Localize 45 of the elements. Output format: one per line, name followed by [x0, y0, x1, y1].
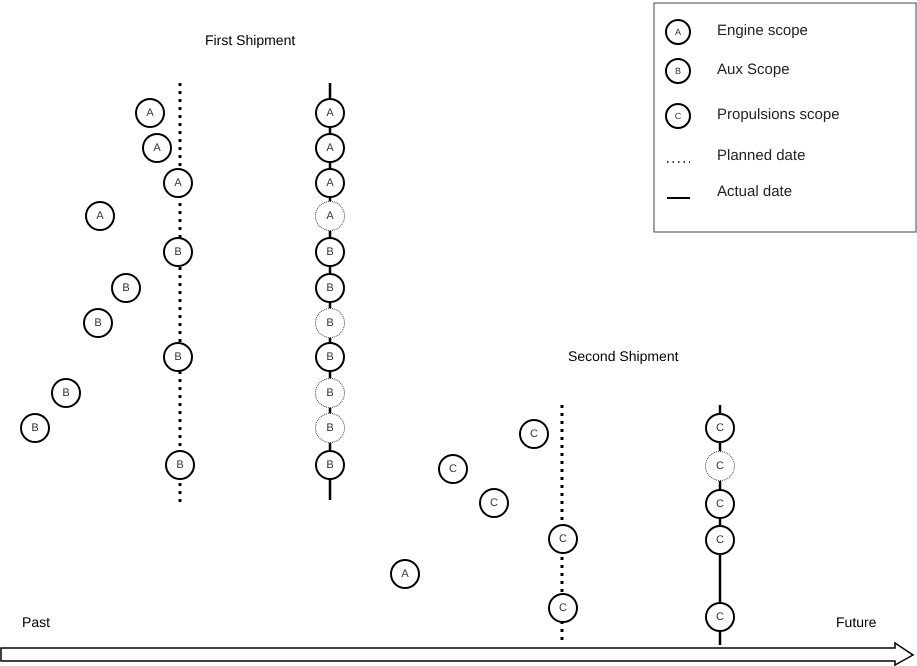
- circle-marker: B: [20, 413, 50, 443]
- legend-label: Propulsions scope: [717, 106, 840, 123]
- dotted-circle-marker: A: [315, 201, 345, 231]
- circle-marker: A: [142, 133, 172, 163]
- circle-marker: B: [315, 342, 345, 372]
- circle-marker: C: [519, 419, 549, 449]
- dotted-circle-marker: B: [315, 413, 345, 443]
- circle-marker: A: [315, 98, 345, 128]
- timeline-label: Past: [22, 614, 50, 630]
- circle-marker: A: [135, 98, 165, 128]
- legend-circle-marker: B: [665, 58, 691, 84]
- circle-marker: B: [315, 450, 345, 480]
- circle-marker: C: [438, 454, 468, 484]
- circle-marker: B: [163, 342, 193, 372]
- legend-circle-marker: C: [665, 103, 691, 129]
- circle-marker: B: [163, 237, 193, 267]
- legend-label: Engine scope: [717, 22, 808, 39]
- timeline-label: Future: [836, 614, 876, 630]
- circle-marker: A: [85, 201, 115, 231]
- circle-marker: A: [163, 168, 193, 198]
- legend-label: Planned date: [717, 147, 806, 164]
- legend-label: Aux Scope: [717, 61, 790, 78]
- circle-marker: C: [705, 489, 735, 519]
- circle-marker: C: [548, 593, 578, 623]
- circle-marker: B: [111, 273, 141, 303]
- legend-circle-marker: A: [665, 19, 691, 45]
- dotted-circle-marker: B: [315, 378, 345, 408]
- legend-label: Actual date: [717, 183, 792, 200]
- circle-marker: B: [83, 308, 113, 338]
- section-heading: Second Shipment: [568, 348, 679, 364]
- dotted-circle-marker: C: [705, 451, 735, 481]
- circle-marker: A: [390, 559, 420, 589]
- circle-marker: C: [705, 413, 735, 443]
- circle-marker: C: [705, 602, 735, 632]
- circle-marker: A: [315, 133, 345, 163]
- circle-marker: C: [548, 524, 578, 554]
- circle-marker: A: [315, 168, 345, 198]
- circle-marker: C: [705, 525, 735, 555]
- section-heading: First Shipment: [205, 32, 296, 48]
- circle-marker: B: [165, 450, 195, 480]
- circle-marker: B: [51, 378, 81, 408]
- circle-marker: C: [479, 488, 509, 518]
- circle-marker: B: [315, 237, 345, 267]
- dotted-circle-marker: B: [315, 308, 345, 338]
- circle-marker: B: [315, 273, 345, 303]
